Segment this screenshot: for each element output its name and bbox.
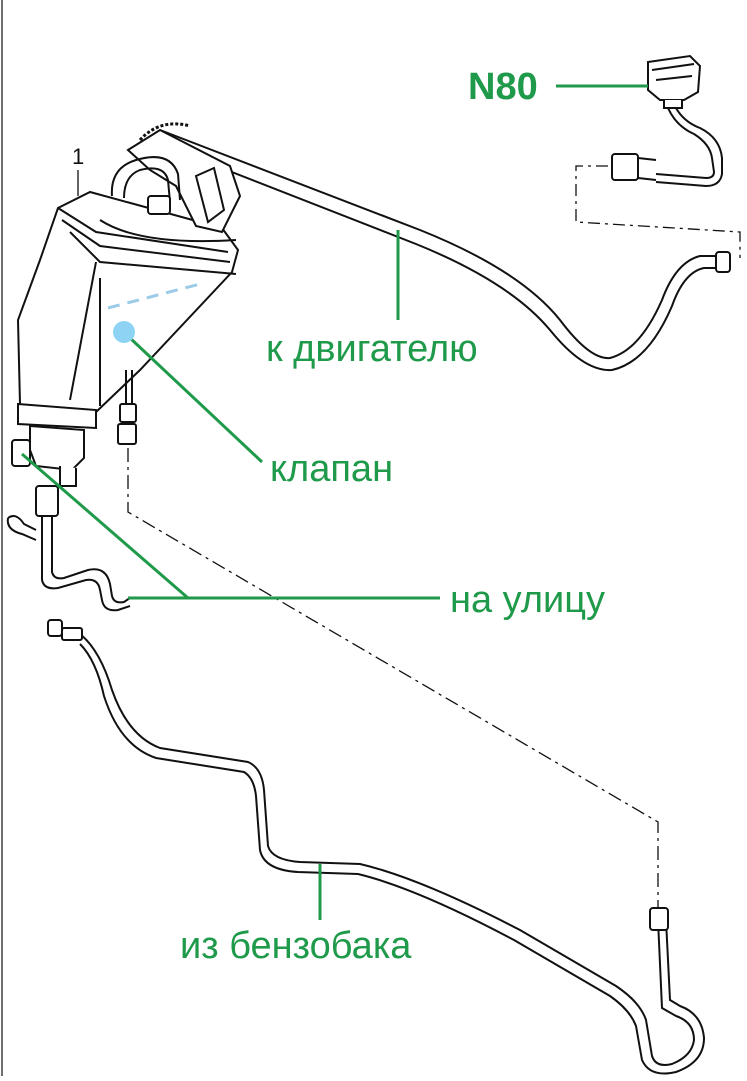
canister-corrugated-hose <box>138 122 191 142</box>
vent-hose-connector <box>35 485 59 517</box>
canister-left-nipple <box>11 439 31 467</box>
canister-side-connector <box>117 370 137 445</box>
engine-line-end-cap <box>715 251 731 273</box>
n80-label: N80 <box>468 66 538 108</box>
n80-connector-line-a <box>637 157 657 161</box>
vent-hose-side-stub <box>6 517 37 541</box>
fuel-tank-line <box>47 619 706 1075</box>
valve-label: клапан <box>270 448 393 490</box>
canister-loop-hose-outer <box>110 156 181 201</box>
valve-leader-line <box>128 336 264 464</box>
canister-lower-band <box>17 402 97 430</box>
canister-front-edge <box>69 261 97 401</box>
engine-line <box>159 129 731 372</box>
vent-hose-side-stub-b <box>7 515 37 531</box>
valve-marker <box>113 321 135 343</box>
fuel-tank-line-inner <box>79 643 706 1075</box>
n80-valve-assembly <box>611 54 723 188</box>
engine-line-outer <box>159 129 720 360</box>
n80-dash-route <box>575 165 741 258</box>
canister-top-fittings <box>99 122 242 243</box>
n80-valve-nozzle <box>663 100 683 109</box>
valve-dash-line <box>107 282 201 310</box>
charcoal-canister <box>11 190 240 487</box>
side-connector-upper <box>119 403 137 423</box>
from-tank-label: из бензобака <box>180 925 412 967</box>
dash-route-to-tank <box>127 448 659 910</box>
side-connector-lower <box>117 423 137 445</box>
canister-top-rim-base <box>69 231 237 275</box>
canister-top-connector <box>147 195 171 215</box>
to-outside-label: на улицу <box>450 579 605 621</box>
canister-bracket-slot <box>194 166 226 224</box>
part-number-label: 1 <box>72 144 84 169</box>
canister-top-rim-lower <box>61 219 231 263</box>
fuel-line-tank-fitting <box>649 907 669 931</box>
outside-leader-diagonal <box>21 452 189 600</box>
fuel-line-end-cap <box>47 619 63 637</box>
canister-loop-hose-inner <box>123 167 171 203</box>
n80-valve-ridge-line <box>655 75 693 81</box>
annotation-leaders <box>21 84 648 920</box>
fuel-tank-line-outer <box>79 633 696 1066</box>
engine-line-inner <box>159 143 720 372</box>
n80-routing-dashes <box>575 165 741 258</box>
n80-valve-cap-line <box>651 63 695 71</box>
canister-bottom-spout <box>59 466 77 487</box>
vent-hose-outer <box>41 488 131 612</box>
n80-hose-connector <box>611 153 639 181</box>
canister-bottom-block <box>29 424 85 472</box>
vent-hose-inner <box>51 488 131 604</box>
fuel-line-end-fitting <box>61 627 83 641</box>
fuel-tank-dash-route <box>127 448 659 910</box>
canister-top-rim <box>57 207 229 253</box>
to-engine-label: к двигателю <box>266 328 478 370</box>
vent-hose <box>6 485 131 612</box>
n80-hose-inner <box>655 107 723 188</box>
n80-hose-outer <box>655 107 716 180</box>
canister-top-hose <box>99 219 237 243</box>
n80-connector-line-b <box>637 177 657 181</box>
